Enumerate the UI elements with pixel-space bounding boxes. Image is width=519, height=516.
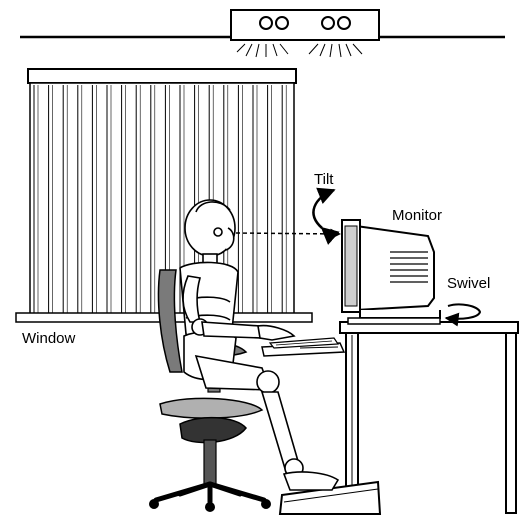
swivel-label: Swivel	[447, 275, 490, 292]
line-of-sight-arrow	[236, 233, 340, 234]
ceiling-light-fixture	[231, 10, 379, 57]
chair-base	[156, 484, 264, 502]
light-rays	[237, 44, 362, 57]
swivel-arrow-icon	[446, 304, 480, 318]
tilt-label: Tilt	[314, 171, 334, 188]
monitor-label: Monitor	[392, 207, 442, 224]
window-label: Window	[22, 330, 76, 347]
keyboard-tray	[262, 338, 344, 356]
tilt-arrow-icon	[313, 190, 334, 228]
monitor	[342, 220, 440, 324]
